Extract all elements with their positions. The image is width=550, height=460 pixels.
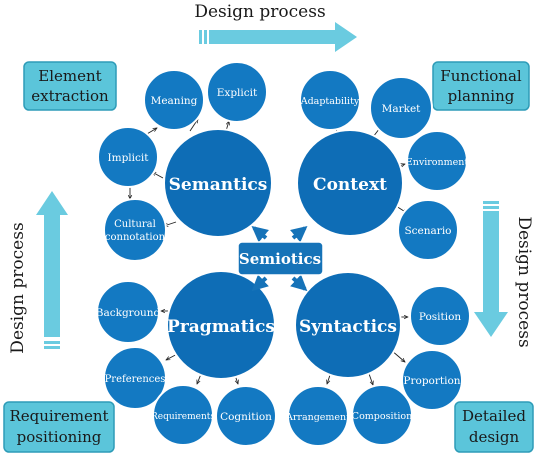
corner-box-functional-planning: Functional planning (432, 61, 530, 111)
satellite-label: Requirements (151, 412, 215, 422)
process-arrow-top (199, 22, 357, 52)
center-label: Semiotics (239, 250, 321, 268)
satellite-proportion: Proportion (401, 349, 463, 411)
satellite-arrangement: Arrangement (285, 385, 350, 447)
satellite-label: Composition (352, 411, 412, 422)
satellite-label: Market (382, 103, 422, 115)
process-label-left: Design process (8, 222, 28, 353)
satellite-requirements: Requirements (151, 384, 215, 446)
process-arrow-left (36, 191, 68, 349)
corner-label-line: design (469, 428, 520, 446)
satellite-preferences: Preferences (103, 346, 167, 410)
center-arrow (290, 274, 308, 292)
satellite-environment: Environment (406, 130, 469, 192)
category-pragmatics: Pragmatics (166, 270, 276, 380)
process-label-top: Design process (194, 2, 325, 22)
center-arrow (290, 225, 308, 243)
center-arrow (251, 274, 269, 292)
satellite-cognition: Cognition (215, 385, 277, 447)
center-arrow (251, 225, 269, 243)
corner-box-detailed-design: Detailed design (454, 401, 534, 453)
satellite-label: Preferences (105, 374, 166, 385)
corner-label-line: positioning (17, 428, 102, 446)
satellite-label: Cognition (220, 411, 272, 423)
center-arrows (251, 225, 308, 292)
satellite-cultural-connotation: Cultural connotation (103, 198, 167, 262)
satellite-adaptability: Adaptability (299, 69, 361, 131)
satellite-label-line: connotation (105, 232, 166, 243)
satellite-label: Arrangement (285, 412, 350, 423)
satellite-label: Environment (406, 157, 469, 168)
category-label: Context (313, 175, 387, 195)
corner-box-requirement-positioning: Requirement positioning (3, 401, 115, 453)
category-label: Pragmatics (167, 317, 275, 337)
satellite-implicit: Implicit (97, 126, 159, 188)
corner-label-line: Element (38, 67, 101, 85)
corner-box-element-extraction: Element extraction (23, 61, 117, 111)
corner-label-line: planning (448, 87, 515, 105)
satellite-composition: Composition (351, 384, 413, 446)
corner-label-line: Detailed (462, 407, 526, 425)
satellite-position: Position (409, 285, 471, 347)
process-arrow-right (474, 201, 508, 337)
category-semantics: Semantics (163, 128, 273, 238)
category-syntactics: Syntactics (294, 271, 402, 379)
satellite-label-line: Cultural (114, 219, 156, 230)
category-context: Context (296, 129, 404, 237)
satellite-meaning: Meaning (143, 69, 205, 131)
center-box-semiotics: Semiotics (237, 241, 324, 276)
satellite-background: Background (96, 280, 161, 344)
corner-label-line: extraction (31, 87, 109, 105)
satellite-label: Proportion (403, 375, 460, 387)
corner-label-line: Requirement (9, 407, 108, 425)
satellite-label: Adaptability (300, 96, 360, 107)
process-label-right: Design process (514, 216, 534, 347)
satellite-label: Background (96, 307, 161, 319)
satellite-label: Implicit (107, 152, 149, 164)
corner-label-line: Functional (440, 67, 522, 85)
category-label: Syntactics (299, 317, 397, 337)
satellite-market: Market (369, 76, 433, 140)
satellite-label: Position (419, 311, 462, 323)
satellite-explicit: Explicit (206, 61, 268, 123)
satellite-label: Scenario (404, 225, 451, 237)
satellite-label: Explicit (217, 87, 258, 99)
category-label: Semantics (169, 175, 268, 195)
satellite-scenario: Scenario (397, 199, 459, 261)
satellite-label: Meaning (151, 95, 198, 107)
